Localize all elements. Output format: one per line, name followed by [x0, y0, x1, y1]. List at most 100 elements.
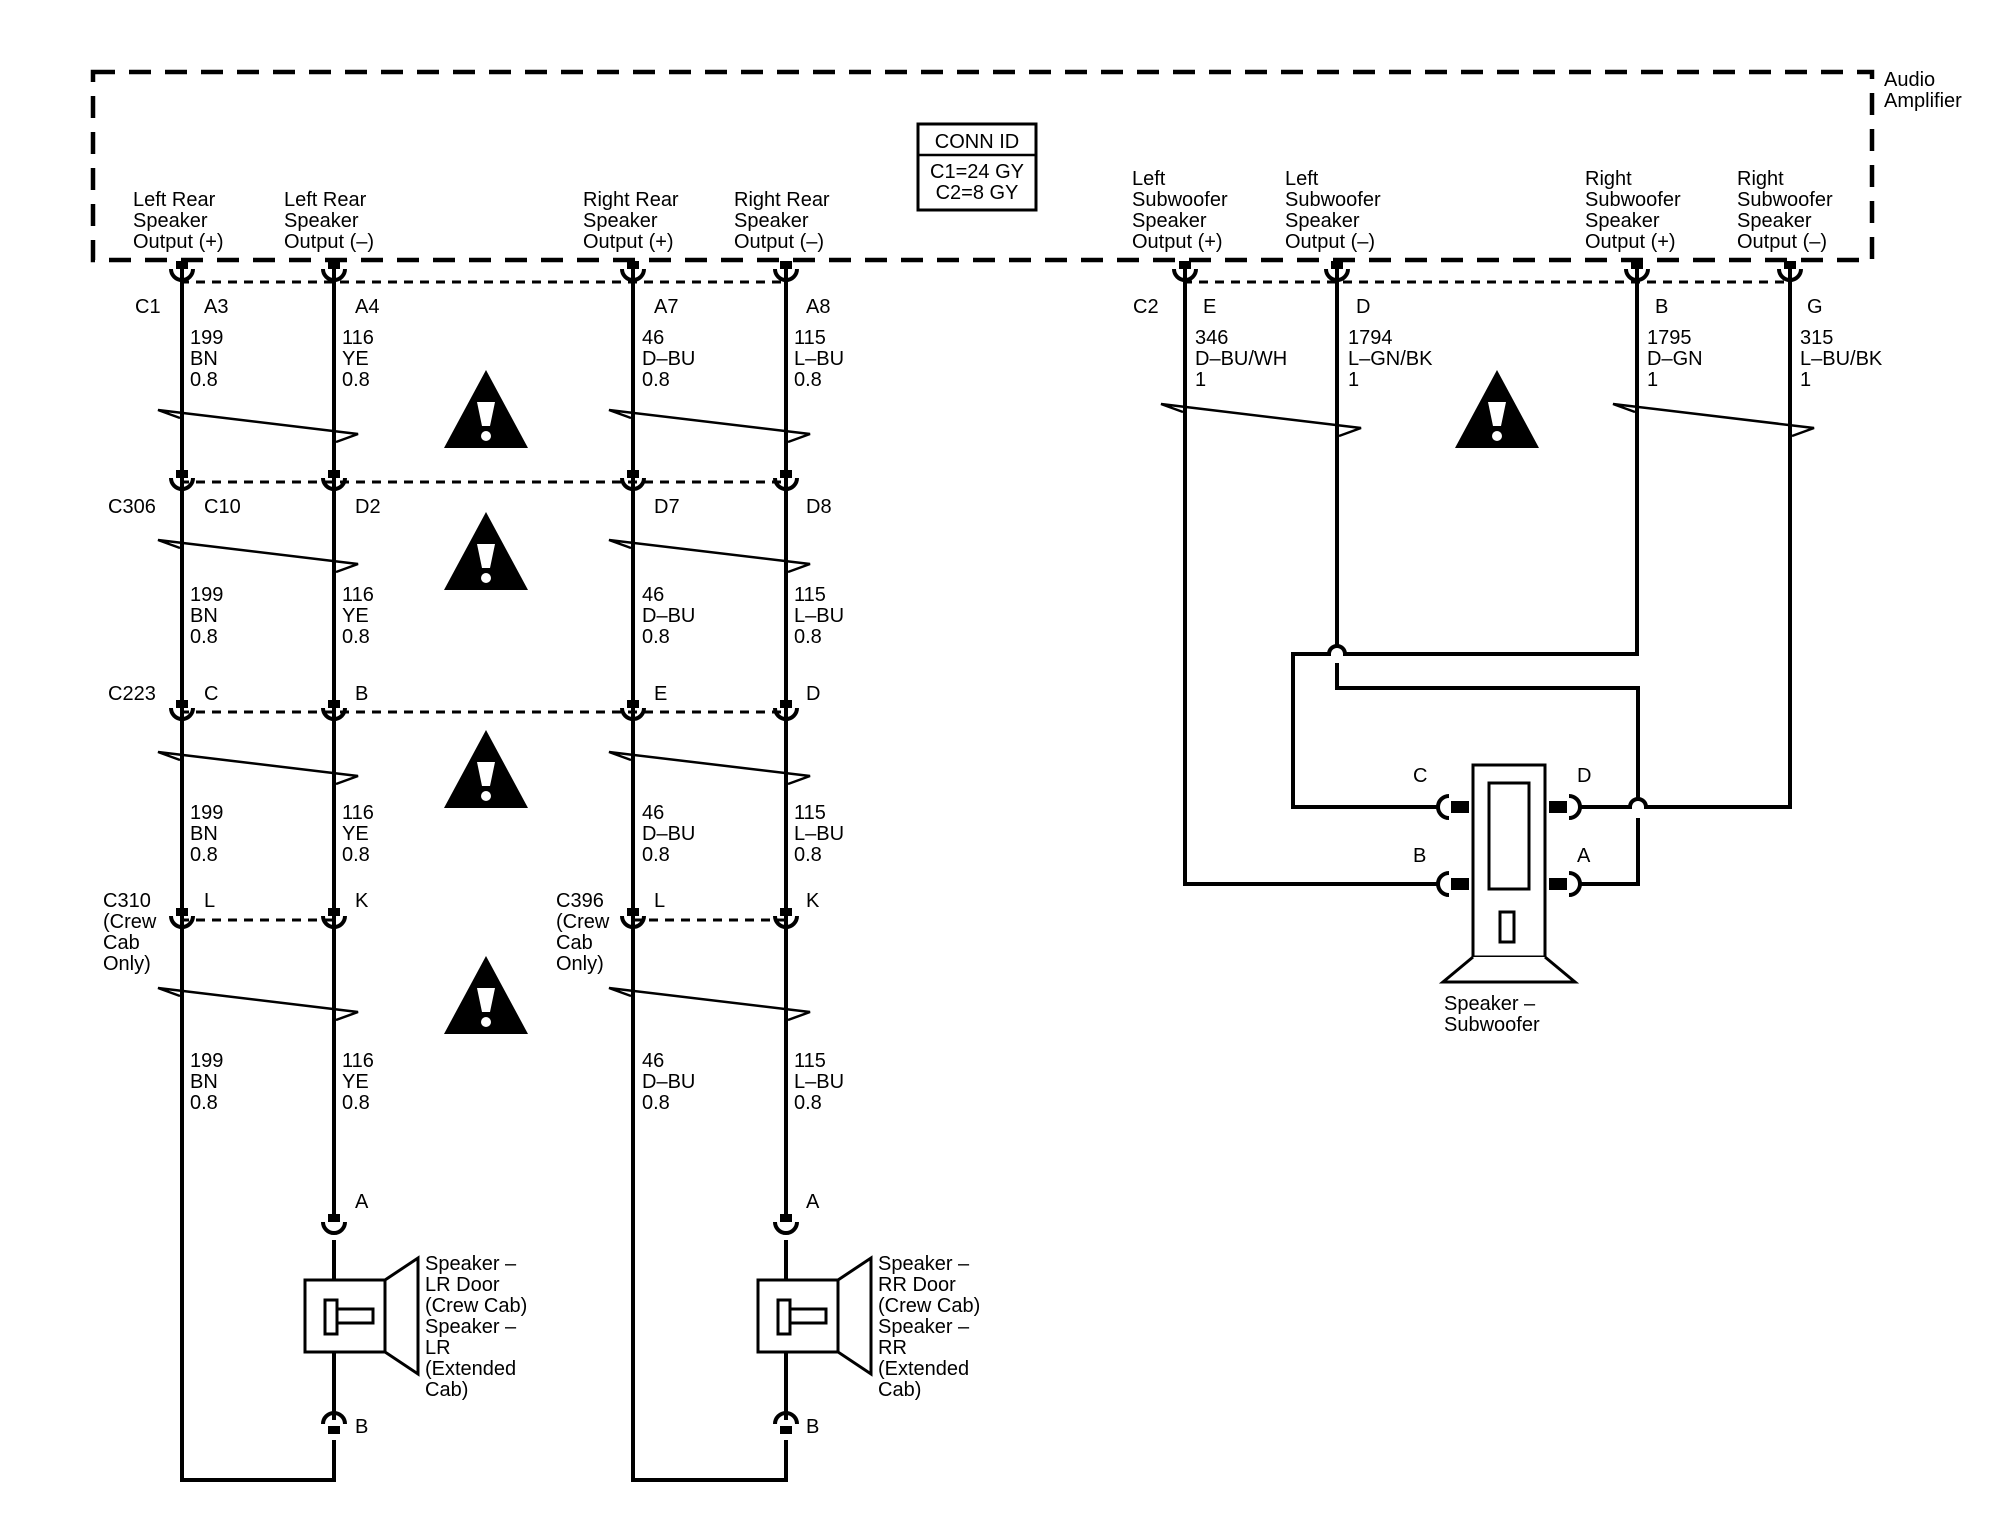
wires: [180, 262, 1792, 1482]
wire-315-color: L–BU/BK: [1800, 348, 1883, 370]
connector-boundaries: [180, 280, 1790, 922]
subwoofer-pin-b-symbol: [1436, 871, 1469, 897]
output-rsub-neg-1: Right: [1737, 168, 1784, 190]
wire-115-circuit: 115: [794, 1050, 826, 1072]
subwoofer-label-1: Speaker –: [1444, 993, 1536, 1015]
output-rsub-neg-2: Subwoofer: [1737, 189, 1833, 211]
c1-name: C1: [135, 296, 161, 318]
speaker-lr-label-6: (Extended: [425, 1358, 516, 1380]
speaker-rr-door: Speaker – RR Door (Crew Cab) Speaker – R…: [756, 1191, 980, 1438]
output-rr-pos-1: Right Rear: [583, 189, 679, 211]
wire-116-color: YE: [342, 605, 369, 627]
warning-icon: [444, 512, 528, 590]
speaker-lr-label-2: LR Door: [425, 1274, 500, 1296]
speaker-lr-pin-a: A: [355, 1191, 369, 1213]
output-rsub-pos-2: Subwoofer: [1585, 189, 1681, 211]
twisted-pair-markers: [157, 402, 1815, 1022]
conn-id-c1: C1=24 GY: [930, 161, 1024, 183]
speaker-rr-pin-b-symbol: [773, 1411, 799, 1434]
c2-pin-e: E: [1203, 296, 1216, 318]
wire-199-circuit: 199: [190, 1050, 223, 1072]
wire-1795-color: D–GN: [1647, 348, 1703, 370]
wire-1795-circuit: 1795: [1647, 327, 1692, 349]
c310-pin-symbol: [169, 908, 195, 929]
c223-pin-symbol: [773, 700, 799, 721]
wire-115-size: 0.8: [794, 1092, 822, 1114]
wire-115-color: L–BU: [794, 1071, 844, 1093]
speaker-lr-pin-b: B: [355, 1416, 368, 1438]
output-rr-neg-3: Output (–): [734, 231, 824, 253]
wire-199-size: 0.8: [190, 369, 218, 391]
twist-lr-2: [157, 538, 359, 574]
twist-lr-4: [157, 986, 359, 1022]
wire-199-size: 0.8: [190, 1092, 218, 1114]
wire-315-size: 1: [1800, 369, 1811, 391]
speaker-rr-label-6: (Extended: [878, 1358, 969, 1380]
wire-46-color: D–BU: [642, 605, 695, 627]
wire-116-color: YE: [342, 1071, 369, 1093]
wire-46-color: D–BU: [642, 823, 695, 845]
amplifier-name-line1: Audio: [1884, 69, 1935, 91]
c396-name-2: (Crew: [556, 911, 610, 933]
wire-lr-pos: [180, 262, 336, 1482]
subwoofer-pin-c: C: [1413, 765, 1427, 787]
subwoofer-pin-d-symbol: [1549, 794, 1582, 820]
c306-pin-d7: D7: [654, 496, 680, 518]
wire-315-circuit: 315: [1800, 327, 1833, 349]
c223-pin-c: C: [204, 683, 218, 705]
twist-rr-2: [608, 538, 811, 574]
subwoofer-pin-a-symbol: [1549, 871, 1582, 897]
wire-115-color: L–BU: [794, 348, 844, 370]
wire-199-size: 0.8: [190, 626, 218, 648]
c310-pin-k: K: [355, 890, 369, 912]
wire-115-size: 0.8: [794, 369, 822, 391]
output-lr-neg-1: Left Rear: [284, 189, 367, 211]
wire-1794-size: 1: [1348, 369, 1359, 391]
c396-pin-k: K: [806, 890, 820, 912]
c223-pin-b: B: [355, 683, 368, 705]
connector-symbols: [169, 261, 1803, 1434]
wire-116-size: 0.8: [342, 844, 370, 866]
output-lr-neg-2: Speaker: [284, 210, 359, 232]
c1-pin-a4: A4: [355, 296, 379, 318]
speaker-rr-pin-a-symbol: [773, 1214, 799, 1235]
wire-116-circuit: 116: [342, 1050, 374, 1072]
subwoofer-pin-b: B: [1413, 845, 1426, 867]
audio-amplifier: Audio Amplifier: [90, 69, 1962, 263]
wire-199-circuit: 199: [190, 327, 223, 349]
wire-rr-pos: [631, 262, 788, 1482]
c223-pin-d: D: [806, 683, 820, 705]
c223-pin-symbol: [169, 700, 195, 721]
wire-115-circuit: 115: [794, 327, 826, 349]
output-lr-neg-3: Output (–): [284, 231, 374, 253]
wire-1794-circuit: 1794: [1348, 327, 1393, 349]
c223-name: C223: [108, 683, 156, 705]
twist-lr-3: [157, 750, 359, 786]
c306-pin-d2: D2: [355, 496, 381, 518]
warning-icon: [444, 370, 528, 448]
wire-labels: 199 BN 0.8 116 YE 0.8 46 D–BU 0.8 115 L–…: [190, 327, 1883, 1114]
wire-116-color: YE: [342, 348, 369, 370]
conn-id-box: CONN ID C1=24 GY C2=8 GY: [916, 122, 1038, 212]
output-rr-pos-2: Speaker: [583, 210, 658, 232]
c306-pin-c10: C10: [204, 496, 241, 518]
twist-sub-left: [1160, 402, 1362, 438]
c310-name-1: C310: [103, 890, 151, 912]
output-lsub-neg-4: Output (–): [1285, 231, 1375, 253]
wire-46-size: 0.8: [642, 1092, 670, 1114]
twist-lr-1: [157, 408, 359, 444]
c223-pin-symbol: [620, 700, 646, 721]
output-rsub-pos-3: Speaker: [1585, 210, 1660, 232]
wire-sub-1794: [1335, 262, 1640, 886]
c223-pin-symbol: [321, 700, 347, 721]
wire-46-size: 0.8: [642, 844, 670, 866]
output-lsub-pos-2: Subwoofer: [1132, 189, 1228, 211]
output-rsub-neg-3: Speaker: [1737, 210, 1812, 232]
wire-46-size: 0.8: [642, 369, 670, 391]
c396-name-3: Cab: [556, 932, 593, 954]
c2-pin-symbol: [1777, 261, 1803, 282]
c396-pin-l: L: [654, 890, 665, 912]
wire-46-color: D–BU: [642, 348, 695, 370]
wire-46-circuit: 46: [642, 584, 664, 606]
wire-sub-315: [1580, 262, 1792, 809]
